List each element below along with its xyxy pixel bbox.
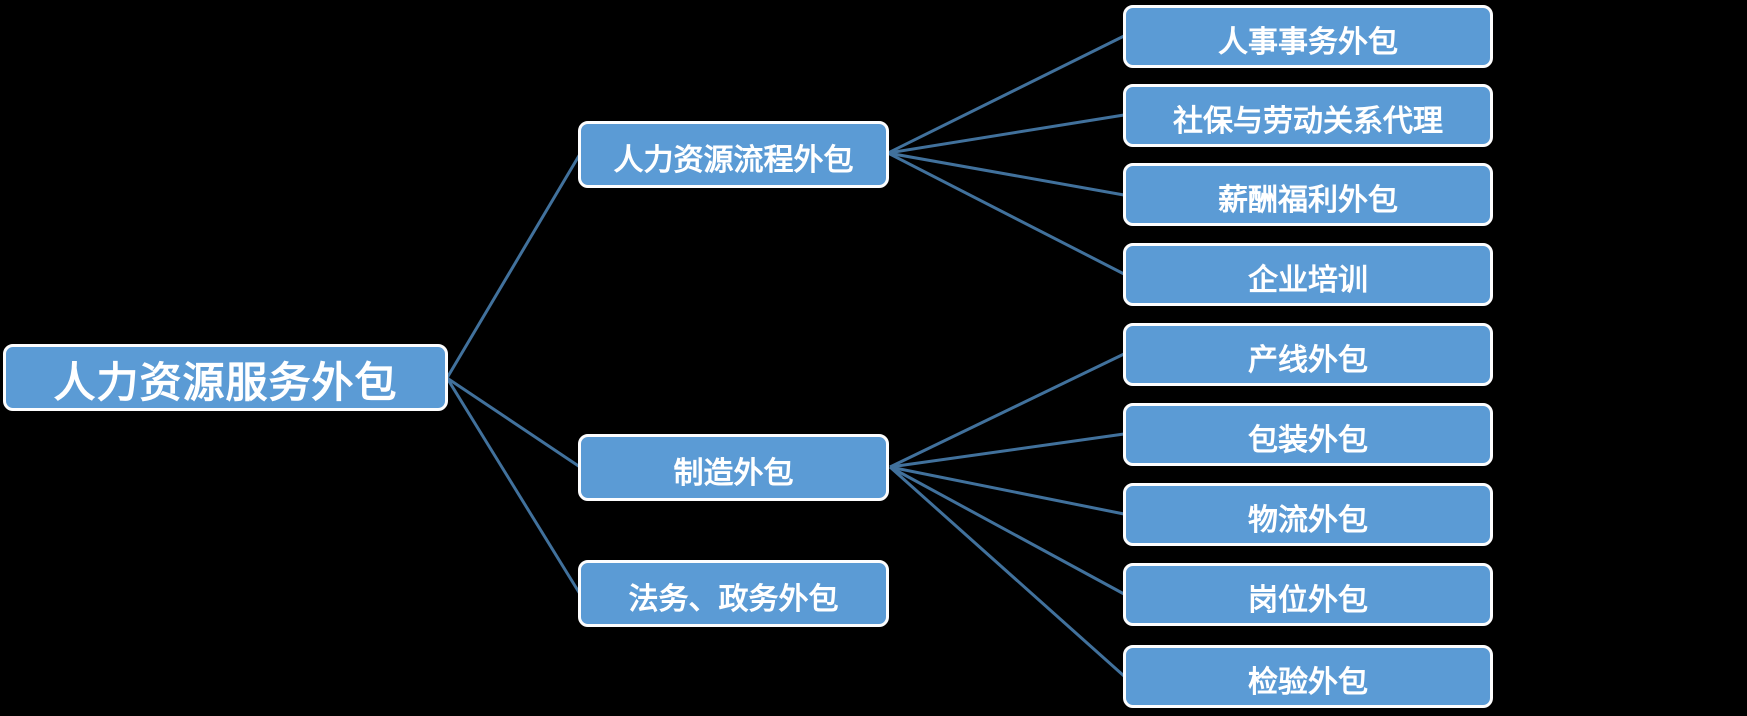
node-compensation-benefits-outsourcing: 薪酬福利外包 — [1123, 163, 1493, 226]
node-legal-government-outsourcing: 法务、政务外包 — [578, 560, 889, 627]
node-label: 人事事务外包 — [1218, 25, 1398, 59]
connector-line — [889, 352, 1125, 469]
node-label: 物流外包 — [1248, 503, 1368, 537]
node-position-outsourcing: 岗位外包 — [1123, 563, 1493, 626]
node-label: 企业培训 — [1248, 263, 1368, 297]
node-label: 薪酬福利外包 — [1218, 183, 1398, 217]
connector-line — [887, 113, 1125, 155]
connector-line — [889, 465, 1125, 516]
connector-line — [446, 376, 581, 469]
connector-line — [889, 465, 1125, 678]
connector-line — [889, 432, 1125, 469]
node-label: 包装外包 — [1248, 423, 1368, 457]
node-label: 岗位外包 — [1248, 583, 1368, 617]
connector-line — [889, 465, 1125, 596]
connector-line — [887, 34, 1125, 155]
node-corporate-training: 企业培训 — [1123, 243, 1493, 306]
connector-line — [887, 151, 1125, 197]
node-logistics-outsourcing: 物流外包 — [1123, 483, 1493, 546]
connector-line — [887, 151, 1125, 276]
node-personnel-affairs-outsourcing: 人事事务外包 — [1123, 5, 1493, 68]
node-label: 人力资源服务外包 — [53, 359, 398, 406]
node-social-security-labor-relations-agency: 社保与劳动关系代理 — [1123, 84, 1493, 147]
node-label: 产线外包 — [1248, 343, 1368, 377]
node-label: 检验外包 — [1248, 665, 1368, 699]
node-label: 人力资源流程外包 — [613, 143, 854, 177]
node-label: 制造外包 — [673, 456, 794, 490]
connector-line — [445, 153, 582, 379]
node-root: 人力资源服务外包 — [3, 344, 448, 411]
node-manufacturing-outsourcing: 制造外包 — [578, 434, 889, 501]
node-label: 社保与劳动关系代理 — [1173, 104, 1443, 138]
node-packaging-outsourcing: 包装外包 — [1123, 403, 1493, 466]
node-label: 法务、政务外包 — [628, 582, 839, 616]
connector-line — [445, 377, 582, 595]
node-production-line-outsourcing: 产线外包 — [1123, 323, 1493, 386]
node-hr-process-outsourcing: 人力资源流程外包 — [578, 121, 889, 188]
node-inspection-outsourcing: 检验外包 — [1123, 645, 1493, 708]
